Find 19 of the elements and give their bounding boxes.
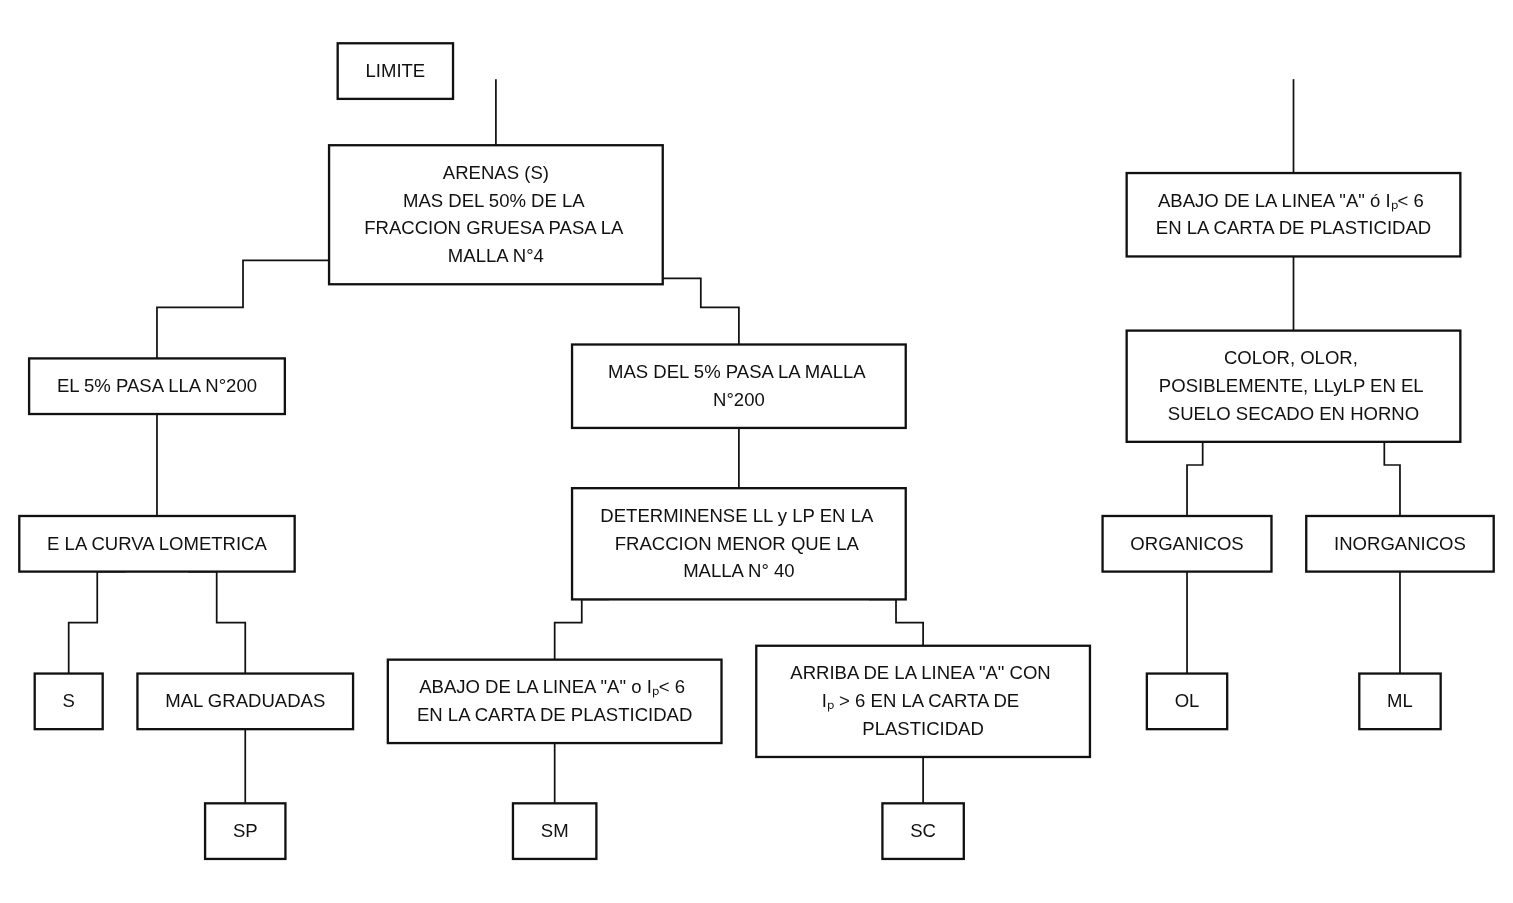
node-box: INORGANICOS	[1305, 515, 1495, 574]
node-box: S	[33, 672, 104, 731]
node-box: ML	[1358, 672, 1442, 731]
node-box: E LA CURVA LOMETRICA	[18, 515, 296, 574]
node-box: OL	[1145, 672, 1229, 731]
node-box: DETERMINENSE LL y LP EN LA FRACCION MENOR QUE LA MALLA N° 40	[570, 487, 907, 601]
node-box: ORGANICOS	[1101, 515, 1273, 574]
node-box: EL 5% PASA LLA N°200	[27, 357, 286, 416]
node-box: COLOR, OLOR, POSIBLEMENTE, LLyLP EN EL SUELO SECADO EN HORNO	[1125, 329, 1462, 444]
node-box: MAS DEL 5% PASA LA MALLA N°200	[570, 343, 907, 430]
node-box: ARRIBA DE LA LINEA "A" CON Iₚ > 6 EN LA CARTA DE PLASTICIDAD	[755, 645, 1092, 759]
node-box: LIMITE	[336, 42, 455, 101]
node-box: SP	[203, 802, 287, 861]
node-box: ABAJO DE LA LINEA "A" o Iₚ< 6 EN LA CARTA DE PLASTICIDAD	[386, 658, 723, 745]
node-box: MAL GRADUADAS	[136, 672, 355, 731]
node-box: ARENAS (S) MAS DEL 50% DE LA FRACCION GRUESA PASA LA MALLA N°4	[327, 144, 664, 286]
node-box: SM	[511, 802, 598, 861]
node-box: SC	[881, 802, 965, 861]
node-box: ABAJO DE LA LINEA "A" ó Iₚ< 6 EN LA CARTA DE PLASTICIDAD	[1125, 172, 1462, 258]
